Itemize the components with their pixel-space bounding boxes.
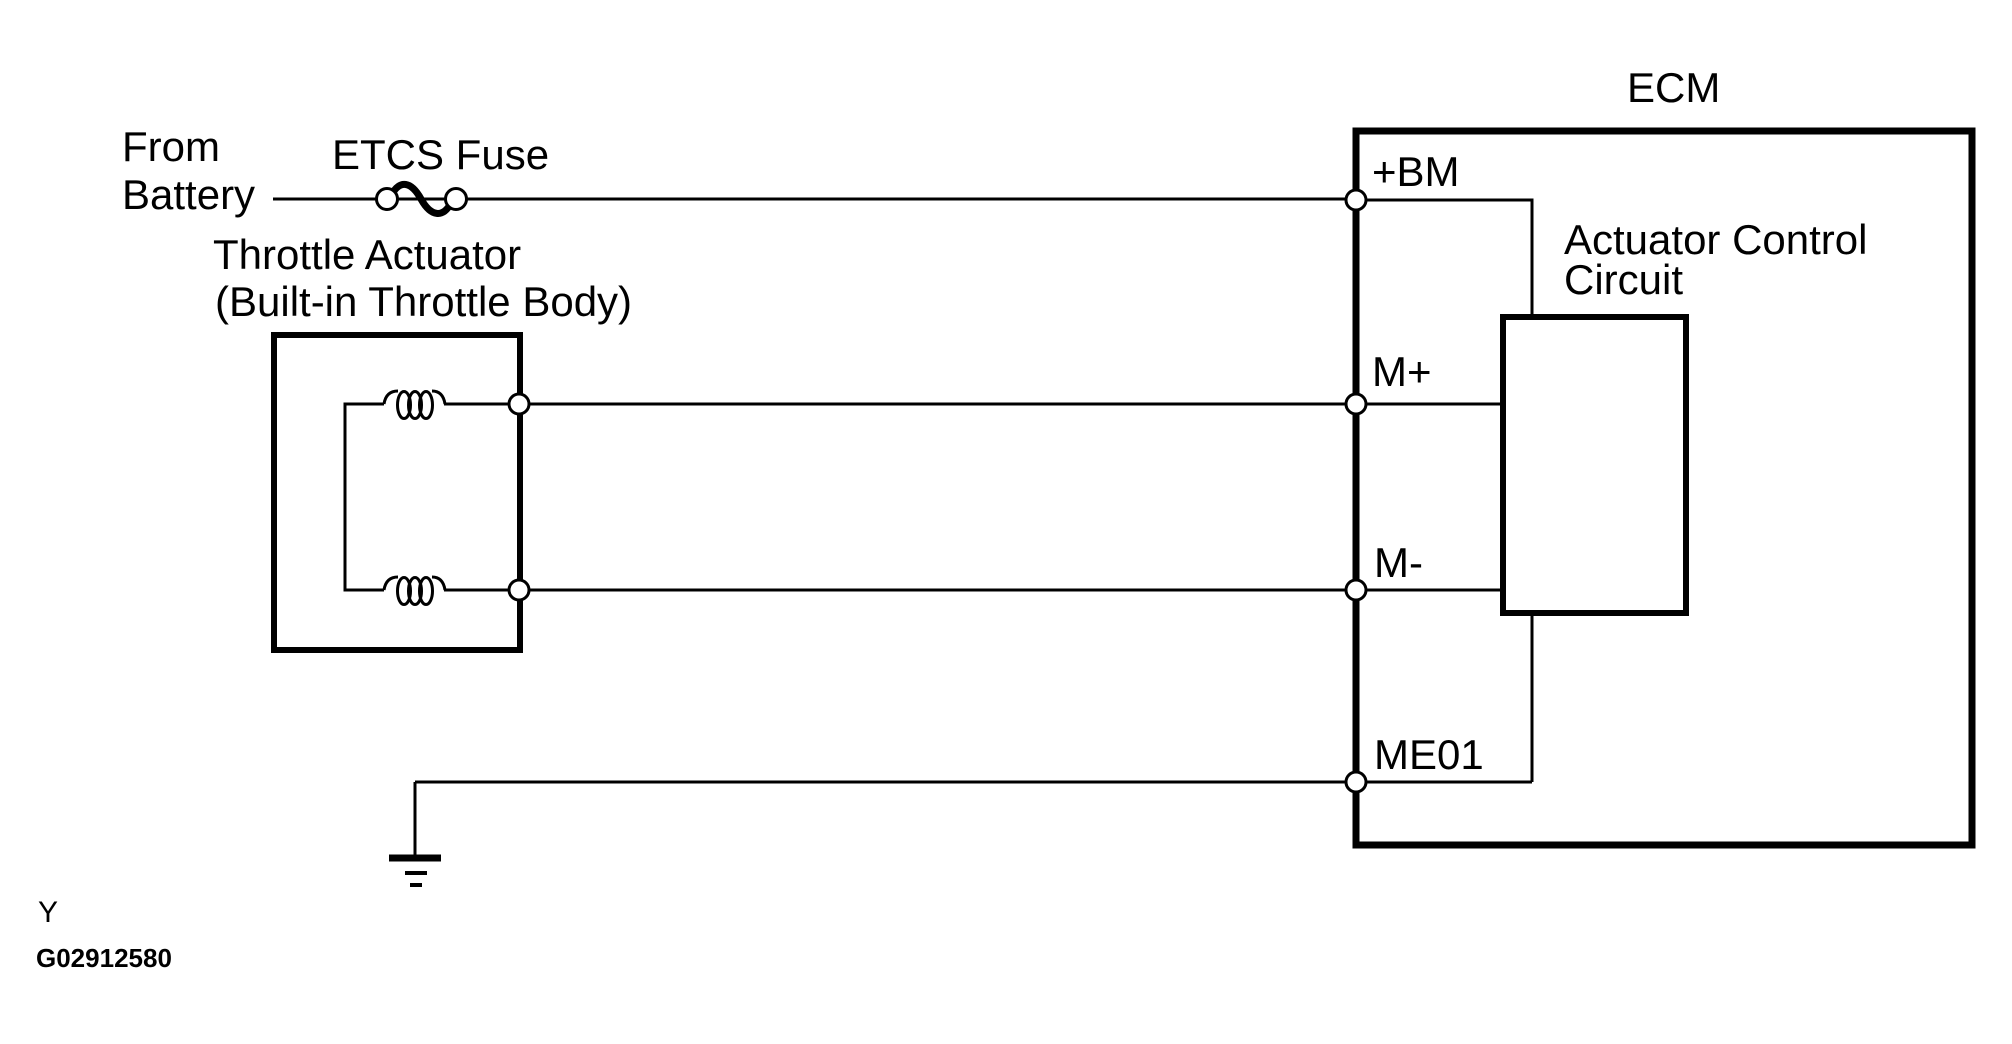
source-label-line1: From [122,123,220,170]
actuator-control-box [1500,314,1689,616]
ground-icon [389,854,441,887]
fuse-wave [388,181,455,217]
fuse-terminal-right [444,187,468,211]
ecm-box [1352,127,1976,849]
terminal-dot-m-minus [1344,578,1368,602]
throttle-actuator-title: Throttle Actuator [213,231,522,278]
terminal-label-m-minus: M- [1374,539,1423,586]
coil-icon-lower [382,575,447,606]
fuse-label: ETCS Fuse [332,131,550,178]
bm-internal-wire [1356,198,1534,317]
terminal-dot-throttle-m-plus [507,392,531,416]
ecm-title: ECM [1627,64,1721,111]
terminal-dot-throttle-m-minus [507,578,531,602]
fuse-icon [375,181,468,217]
terminal-dot-m-plus [1344,392,1368,416]
terminal-label-me01: ME01 [1374,731,1484,778]
footer-marker: Y [38,896,59,929]
terminal-dot-me01 [1344,770,1368,794]
fuse-terminal-left [375,187,399,211]
terminal-label-m-plus: M+ [1372,348,1432,395]
coil-icon-upper [382,389,447,420]
figure-id: G02912580 [36,943,172,973]
terminal-dot-bm [1344,188,1368,212]
source-label-line2: Battery [122,171,256,218]
terminal-label-bm: +BM [1372,148,1460,195]
throttle-body-box [271,332,523,653]
throttle-actuator-subtitle: (Built-in Throttle Body) [215,278,633,325]
actuator-control-label-line1: Actuator Control [1564,216,1868,263]
actuator-control-label-line2: Circuit [1564,256,1684,303]
throttle-inner-wire [343,402,519,592]
